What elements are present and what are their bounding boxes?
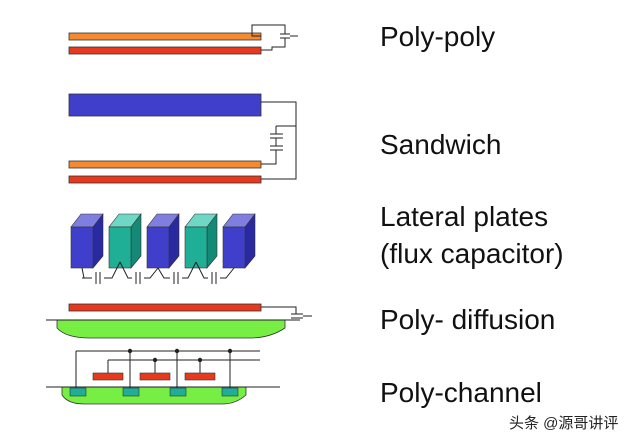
sandwich-middle-plate (68, 160, 262, 169)
poly-poly-top-plate (68, 32, 262, 41)
sandwich-wiring (261, 101, 297, 180)
poly-poly-wiring (251, 24, 298, 51)
label-poly-channel: Poly-channel (380, 377, 542, 408)
label-sandwich: Sandwich (380, 129, 502, 160)
poly-poly-bottom-plate (68, 46, 262, 55)
sandwich-bottom-plate (68, 175, 262, 184)
lateral-plate-3 (146, 213, 180, 269)
poly-diffusion-plate (68, 303, 262, 312)
poly-channel-wiring (46, 350, 280, 388)
label-poly-diffusion: Poly- diffusion (380, 304, 556, 335)
label-poly-poly: Poly-poly (380, 21, 496, 52)
poly-diffusion-well (56, 319, 286, 339)
lateral-plate-1 (70, 213, 104, 269)
label-flux-capacitor: (flux capacitor) (380, 238, 564, 269)
poly-diffusion-structure (46, 303, 312, 339)
sandwich-top-plate (68, 93, 262, 117)
watermark: 头条 @源哥讲评 (509, 415, 619, 432)
poly-channel-junction-dots (127, 348, 233, 363)
poly-channel-structure (46, 348, 280, 405)
sandwich-structure (68, 93, 297, 184)
poly-channel-gates (92, 372, 216, 381)
lateral-plates-wiring (81, 261, 235, 284)
lateral-plates-structure (70, 213, 256, 284)
lateral-plate-5 (222, 213, 256, 269)
poly-channel-well (61, 386, 247, 405)
poly-diffusion-wiring (46, 306, 312, 321)
label-lateral-plates: Lateral plates (380, 201, 549, 232)
lateral-plate-4 (184, 213, 218, 269)
lateral-plate-2 (108, 213, 142, 269)
poly-poly-structure (68, 24, 298, 55)
